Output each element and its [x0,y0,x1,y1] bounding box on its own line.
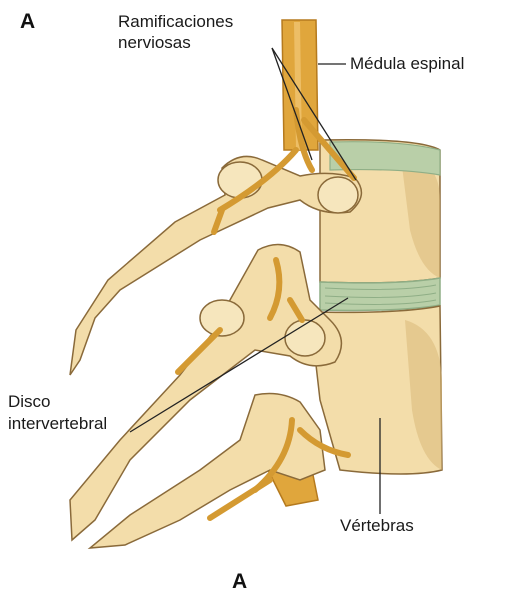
panel-letter-bottom: A [232,570,247,594]
label-vertebrae: Vértebras [340,516,414,536]
intervertebral-disc [320,278,440,310]
label-disc-line1: Disco [8,392,51,412]
label-nerve-branches-line2: nerviosas [118,33,191,53]
label-disc-line2: intervertebral [8,414,107,434]
vertebra-lower-processes [90,394,325,548]
label-spinal-cord: Médula espinal [350,54,464,74]
label-nerve-branches-line1: Ramificaciones [118,12,233,32]
